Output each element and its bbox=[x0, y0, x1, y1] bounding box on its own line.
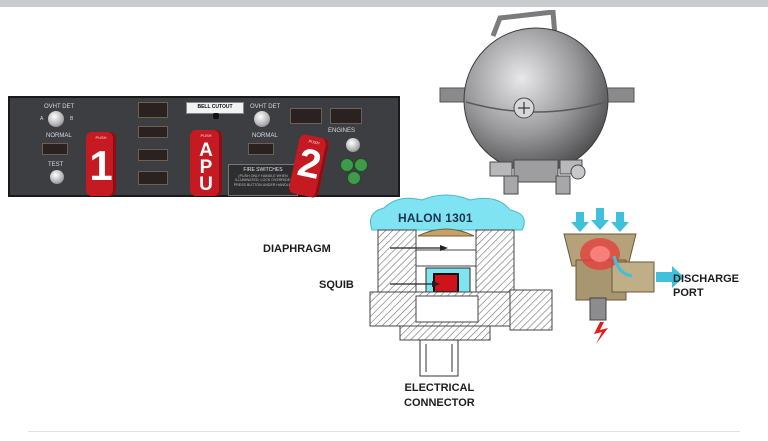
engine-1-fire-handle[interactable]: PUSH 1 bbox=[86, 132, 116, 196]
discharge-label-line1: DISCHARGE bbox=[673, 273, 740, 285]
engine-indicator-green[interactable] bbox=[340, 158, 354, 172]
annunciator-light bbox=[138, 171, 168, 185]
annunciator-light bbox=[138, 149, 168, 161]
ovht-det-label-left: OVHT DET bbox=[44, 104, 75, 110]
engine-indicator-green[interactable] bbox=[354, 158, 368, 172]
fire-extinguisher-bottle-icon bbox=[439, 10, 635, 195]
normal-label-right: NORMAL bbox=[252, 133, 278, 139]
normal-label-left: NORMAL bbox=[46, 133, 72, 139]
halon-label: HALON 1301 bbox=[398, 211, 473, 225]
engine-2-fire-handle[interactable]: PUSH 2 bbox=[288, 133, 330, 199]
connector-label-line1: ELECTRICAL bbox=[404, 382, 475, 394]
fire-switches-title: FIRE SWITCHES bbox=[243, 167, 283, 173]
squib-label: SQUIB bbox=[319, 279, 354, 291]
apu-fire-handle[interactable]: PUSH APU bbox=[190, 130, 222, 196]
handle-caption: PUSH bbox=[95, 135, 107, 140]
discharge-valve-diagram bbox=[563, 208, 684, 344]
engines-label: ENGINES bbox=[328, 128, 356, 134]
electrical-connector-label: ELECTRICAL CONNECTOR bbox=[404, 381, 475, 411]
ovht-det-label-right: OVHT DET bbox=[250, 104, 281, 110]
fire-switches-note: (PUSH ONLY HANDLE WHEN ILLUMINATED; LOCK… bbox=[233, 174, 293, 187]
annunciator-light bbox=[248, 143, 274, 155]
diaphragm-label: DIAPHRAGM bbox=[263, 243, 331, 255]
test-switch[interactable] bbox=[50, 170, 64, 184]
annunciator-light bbox=[290, 108, 322, 124]
selector-pos-b: B bbox=[70, 116, 74, 122]
bottom-divider bbox=[28, 431, 740, 432]
squib-cross-section bbox=[369, 194, 553, 377]
squib-cartridge-icon bbox=[433, 273, 459, 293]
annunciator-light bbox=[42, 143, 68, 155]
engine-indicator-green[interactable] bbox=[347, 171, 361, 185]
ovht-det-selector-left[interactable] bbox=[48, 111, 64, 127]
handle-2-number: 2 bbox=[293, 140, 325, 188]
test-label: TEST bbox=[48, 162, 64, 168]
connector-label-line2: CONNECTOR bbox=[404, 397, 475, 409]
engines-test-switch[interactable] bbox=[346, 138, 360, 152]
discharge-label-line2: PORT bbox=[673, 287, 704, 299]
handle-1-number: 1 bbox=[89, 142, 113, 189]
handle-apu-text: APU bbox=[199, 140, 213, 195]
discharge-port-label: DISCHARGE PORT bbox=[673, 272, 739, 300]
annunciator-light bbox=[330, 108, 362, 124]
fire-control-panel: OVHT DET A B NORMAL TEST PUSH 1 BELL CUT… bbox=[8, 96, 400, 199]
bell-cutout-indicator bbox=[213, 113, 219, 119]
ovht-det-selector-right[interactable] bbox=[254, 111, 270, 127]
selector-pos-a: A bbox=[40, 116, 44, 122]
handle-caption: PUSH bbox=[200, 133, 212, 138]
fire-switches-placard: FIRE SWITCHES (PUSH ONLY HANDLE WHEN ILL… bbox=[228, 164, 298, 196]
annunciator-light bbox=[138, 102, 168, 118]
top-border bbox=[0, 0, 768, 7]
halon-cloud bbox=[370, 194, 525, 231]
annunciator-light bbox=[138, 126, 168, 138]
